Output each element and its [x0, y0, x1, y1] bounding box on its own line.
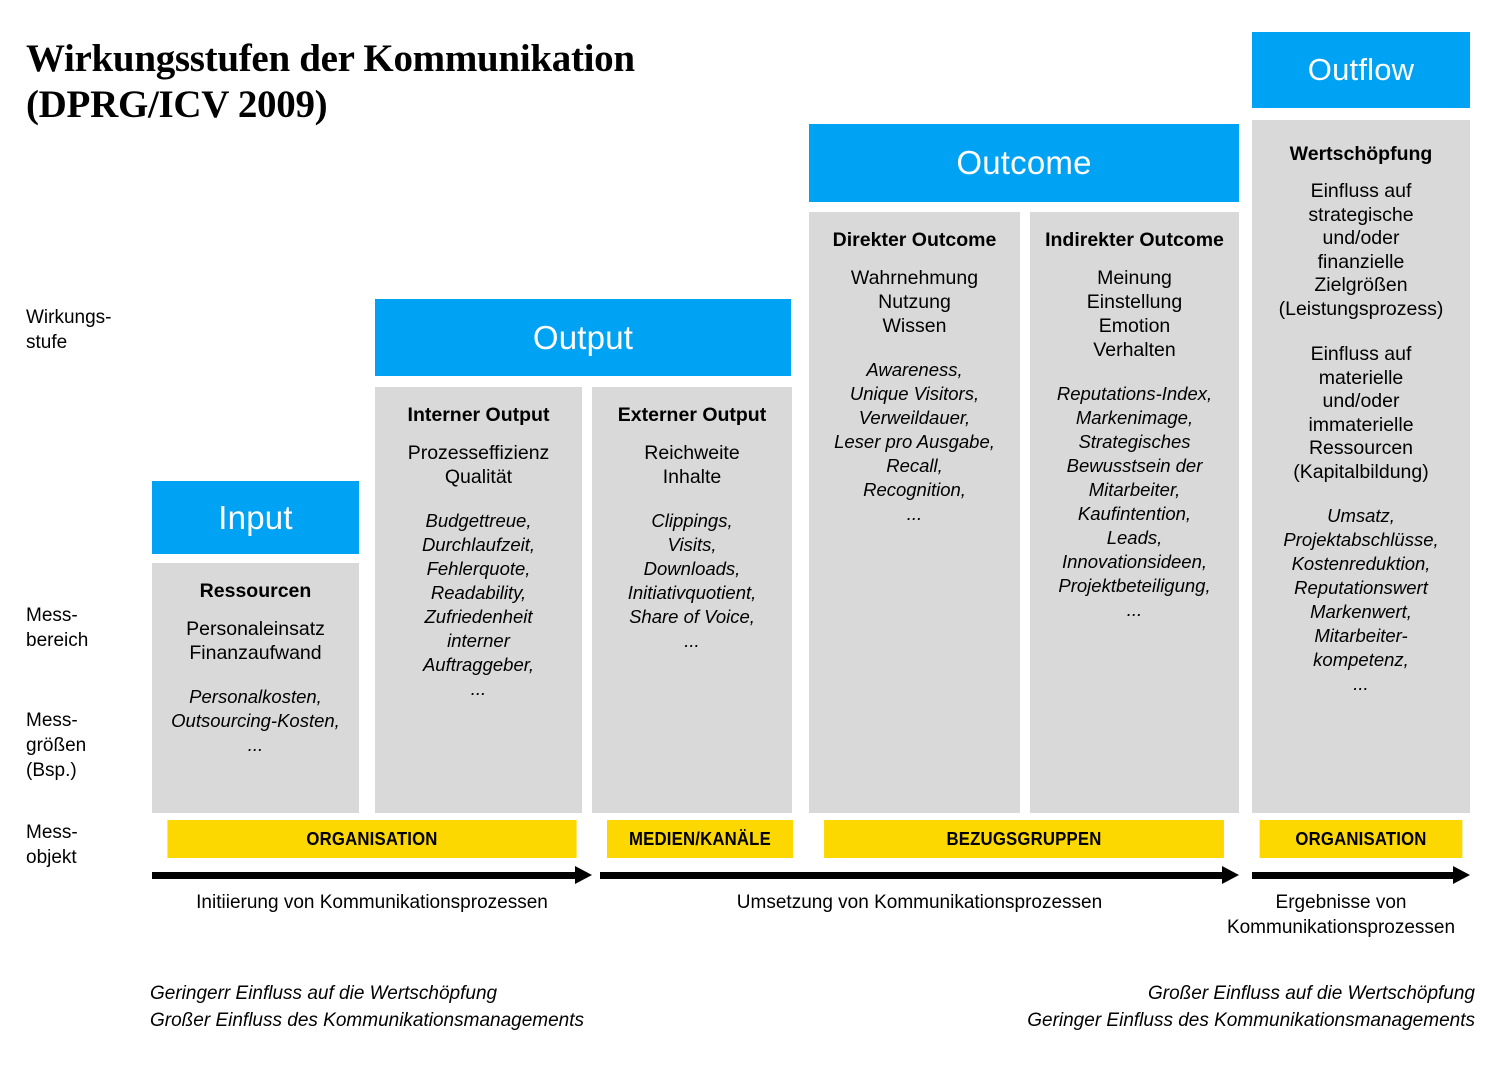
flow-caption-ergebnisse: Ergebnisse von Kommunikationsprozessen — [1226, 892, 1456, 938]
arrow-shaft — [1252, 872, 1453, 879]
box-italic-examples: Umsatz, Projektabschlüsse, Kostenredukti… — [1283, 505, 1439, 694]
axis-label-messbereich: Mess- bereich — [26, 605, 89, 651]
box-title: Indirekter Outcome — [1045, 229, 1224, 251]
stage-header-outflow[interactable]: Outflow — [1252, 32, 1470, 108]
stage-box-input-ressourcen[interactable]: Ressourcen Personaleinsatz Finanzaufwand… — [152, 563, 359, 813]
arrow-head-icon — [1222, 866, 1239, 884]
box-italic-examples: Awareness, Unique Visitors, Verweildauer… — [834, 359, 995, 524]
arrow-shaft — [152, 872, 575, 879]
footnote-left: Geringerr Einfluss auf die Wertschöpfung… — [150, 983, 585, 1031]
flow-arrow-initiierung — [152, 866, 592, 884]
box-italic-examples: Reputations-Index, Markenimage, Strategi… — [1056, 383, 1213, 620]
stage-header-outcome[interactable]: Outcome — [809, 124, 1239, 202]
box-plain-text: Prozesseffizienz Qualität — [407, 442, 550, 488]
box-title: Wertschöpfung — [1289, 143, 1433, 165]
footnote-right: Großer Einfluss auf die Wertschöpfung Ge… — [1027, 983, 1475, 1031]
box-plain-text: Meinung Einstellung Emotion Verhalten — [1086, 267, 1183, 361]
arrow-head-icon — [575, 866, 592, 884]
flow-arrow-umsetzung — [600, 866, 1239, 884]
box-title: Direkter Outcome — [832, 229, 997, 251]
box-italic-examples: Budgettreue, Durchlaufzeit, Fehlerquote,… — [421, 510, 536, 699]
box-plain-text: Personaleinsatz Finanzaufwand — [186, 618, 325, 664]
stage-header-output[interactable]: Output — [375, 299, 791, 376]
box-plain-text: Einfluss auf strategische und/oder finan… — [1278, 180, 1444, 320]
axis-label-messobjekt: Mess- objekt — [26, 822, 78, 868]
flow-arrow-ergebnisse — [1252, 866, 1470, 884]
measure-object-bar-bezugsgruppen[interactable]: BEZUGSGRUPPEN — [824, 820, 1224, 858]
box-plain-text: Reichweite Inhalte — [644, 442, 740, 488]
box-italic-examples: Clippings, Visits, Downloads, Initiativq… — [627, 510, 757, 651]
box-title: Interner Output — [407, 404, 550, 426]
axis-label-messgroessen: Mess- größen (Bsp.) — [26, 710, 87, 781]
box-title: Externer Output — [617, 404, 767, 426]
measure-object-bar-organisation-1[interactable]: ORGANISATION — [167, 820, 577, 858]
box-plain-text: Wahrnehmung Nutzung Wissen — [850, 267, 979, 337]
stage-box-indirekter-outcome[interactable]: Indirekter Outcome Meinung Einstellung E… — [1030, 212, 1239, 813]
box-title: Ressourcen — [199, 580, 312, 602]
arrow-head-icon — [1453, 866, 1470, 884]
box-plain-text-2: Einfluss auf materielle und/oder immater… — [1293, 343, 1429, 483]
axis-label-wirkungsstufe: Wirkungs- stufe — [26, 307, 112, 353]
flow-caption-initiierung: Initiierung von Kommunikationsprozessen — [196, 892, 548, 913]
stage-header-input[interactable]: Input — [152, 481, 359, 554]
page-title: Wirkungsstufen der Kommunikation (DPRG/I… — [26, 37, 635, 126]
flow-caption-umsetzung: Umsetzung von Kommunikationsprozessen — [736, 892, 1103, 913]
arrow-shaft — [600, 872, 1222, 879]
stage-box-direkter-outcome[interactable]: Direkter Outcome Wahrnehmung Nutzung Wis… — [809, 212, 1020, 813]
stage-box-interner-output[interactable]: Interner Output Prozesseffizienz Qualitä… — [375, 387, 582, 813]
measure-object-bar-organisation-2[interactable]: ORGANISATION — [1259, 820, 1463, 858]
box-italic-examples: Personalkosten, Outsourcing-Kosten, ... — [171, 686, 340, 755]
stage-box-externer-output[interactable]: Externer Output Reichweite Inhalte Clipp… — [592, 387, 792, 813]
measure-object-bar-medien-kanaele[interactable]: MEDIEN/KANÄLE — [607, 820, 793, 858]
stage-box-outflow-wertschoepfung[interactable]: Wertschöpfung Einfluss auf strategische … — [1252, 120, 1470, 813]
